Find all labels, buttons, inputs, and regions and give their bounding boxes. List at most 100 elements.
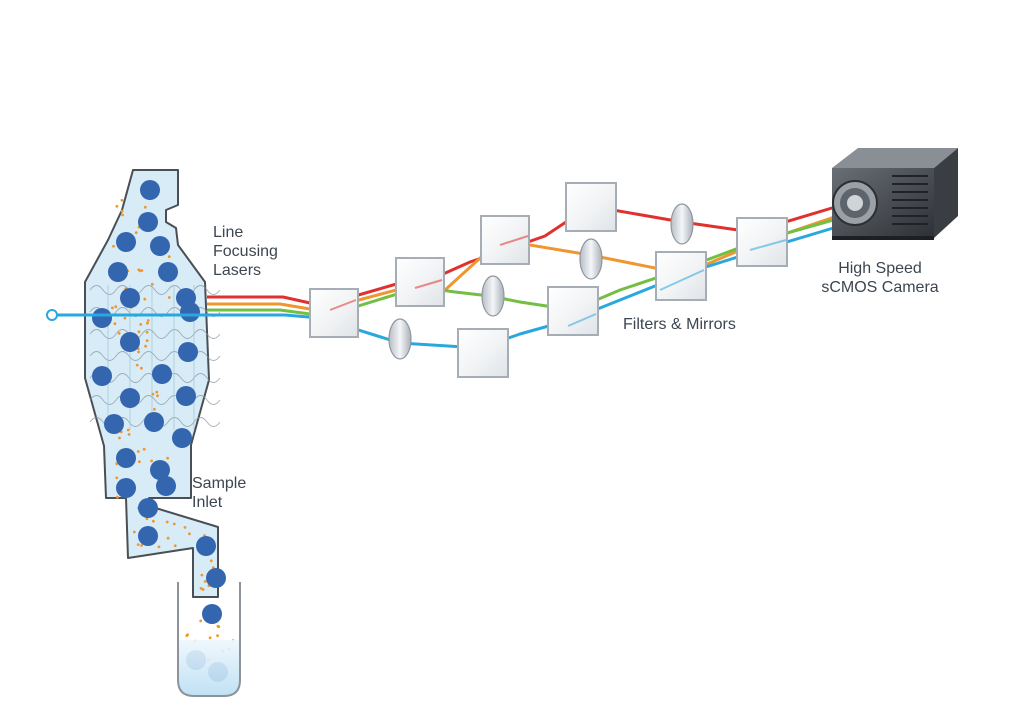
particle-dot [120, 209, 124, 213]
particle-dot [136, 450, 140, 453]
particle-dot [121, 213, 124, 217]
particle-dot [140, 366, 143, 370]
wave-line [89, 329, 221, 339]
cell [150, 236, 170, 256]
particle-dot [145, 339, 149, 343]
particle-dot [167, 255, 171, 259]
particle-dot [167, 296, 171, 299]
particle-dot [118, 436, 121, 440]
lens-4 [670, 203, 694, 245]
particle-dot [199, 619, 203, 623]
cell [138, 498, 158, 518]
cell [116, 448, 136, 468]
particle-dot [143, 205, 147, 209]
laser-orange-beam [207, 208, 856, 311]
particle-dot [144, 344, 148, 348]
particle-dot [111, 306, 114, 310]
inlet-label: Sample Inlet [192, 474, 246, 512]
wave-line [89, 395, 221, 405]
particle-dot [139, 323, 143, 326]
mirror-5 [457, 328, 509, 378]
cell [172, 428, 192, 448]
particle-dot [137, 350, 141, 354]
cell [138, 212, 158, 232]
cell [176, 386, 196, 406]
particle-dot [136, 543, 140, 546]
lens-ellipses [388, 203, 694, 360]
cell [138, 526, 158, 546]
particle-dot [117, 331, 121, 335]
particle-dot [138, 460, 141, 464]
lasers-label-line3: Lasers [213, 262, 262, 279]
particle-dot [155, 390, 159, 394]
mirror-1 [309, 288, 359, 338]
lasers-label-line2: Focusing [213, 243, 278, 260]
optics-label: Filters & Mirrors [623, 316, 736, 333]
lens-2 [481, 275, 505, 317]
particle-dot [116, 495, 119, 499]
cell [120, 388, 140, 408]
cell [144, 412, 164, 432]
wave-line [89, 285, 221, 295]
particle-dot [172, 522, 176, 526]
camera-label-line1: High Speed [838, 260, 922, 277]
cell [120, 332, 140, 352]
particle-dot [173, 544, 177, 548]
particle-dot [199, 587, 203, 590]
cells [92, 180, 228, 682]
particle-dot [203, 580, 207, 583]
particle-dot [151, 392, 155, 396]
particle-dot [115, 476, 119, 480]
particle-dot [134, 231, 138, 235]
laser-blue-beam [56, 218, 861, 350]
cell [178, 342, 198, 362]
particle-dot [156, 394, 159, 398]
inlet-label-line1: Sample [192, 475, 247, 492]
particle-dot [183, 526, 187, 529]
camera-icon [832, 148, 958, 240]
particle-dot [113, 322, 117, 326]
particle-dot [133, 530, 136, 534]
lasers-label-line1: Line [213, 224, 244, 241]
cell [158, 262, 178, 282]
inlet-marker [46, 309, 58, 321]
cell [120, 288, 140, 308]
lasers-label: Line Focusing Lasers [213, 223, 278, 280]
particle-dot [166, 536, 170, 540]
cell [140, 180, 160, 200]
particle-dot [140, 544, 144, 547]
particle-dot [150, 459, 154, 463]
particle-dot [217, 625, 221, 629]
mirror-6 [547, 286, 599, 336]
particle-dot [126, 428, 130, 432]
cell [202, 604, 222, 624]
inlet-label-line2: Inlet [192, 494, 223, 511]
particle-dot [145, 330, 149, 334]
particle-dot [115, 204, 119, 208]
particle-dot [152, 519, 155, 523]
cell [180, 302, 200, 322]
sample-tube [177, 582, 241, 697]
particle-dot [146, 321, 149, 325]
cell [104, 414, 124, 434]
lens-3 [579, 238, 603, 280]
particle-dot [166, 456, 170, 460]
mirror-7 [655, 251, 707, 301]
particle-dot [200, 573, 204, 577]
particle-dot [201, 588, 205, 591]
particle-dot [143, 297, 147, 301]
particle-dot [135, 363, 139, 367]
particle-dot [216, 634, 220, 638]
particle-dot [145, 517, 149, 521]
cell [196, 536, 216, 556]
cell [92, 366, 112, 386]
particle-dot [209, 559, 213, 563]
particle-dot [138, 269, 142, 273]
cell [150, 460, 170, 480]
particle-dot [188, 532, 191, 536]
particle-dot [146, 319, 150, 322]
cell [152, 364, 172, 384]
particle-dot [120, 198, 124, 202]
particle-dot [208, 636, 212, 640]
camera-label: High Speed sCMOS Camera [812, 259, 948, 297]
